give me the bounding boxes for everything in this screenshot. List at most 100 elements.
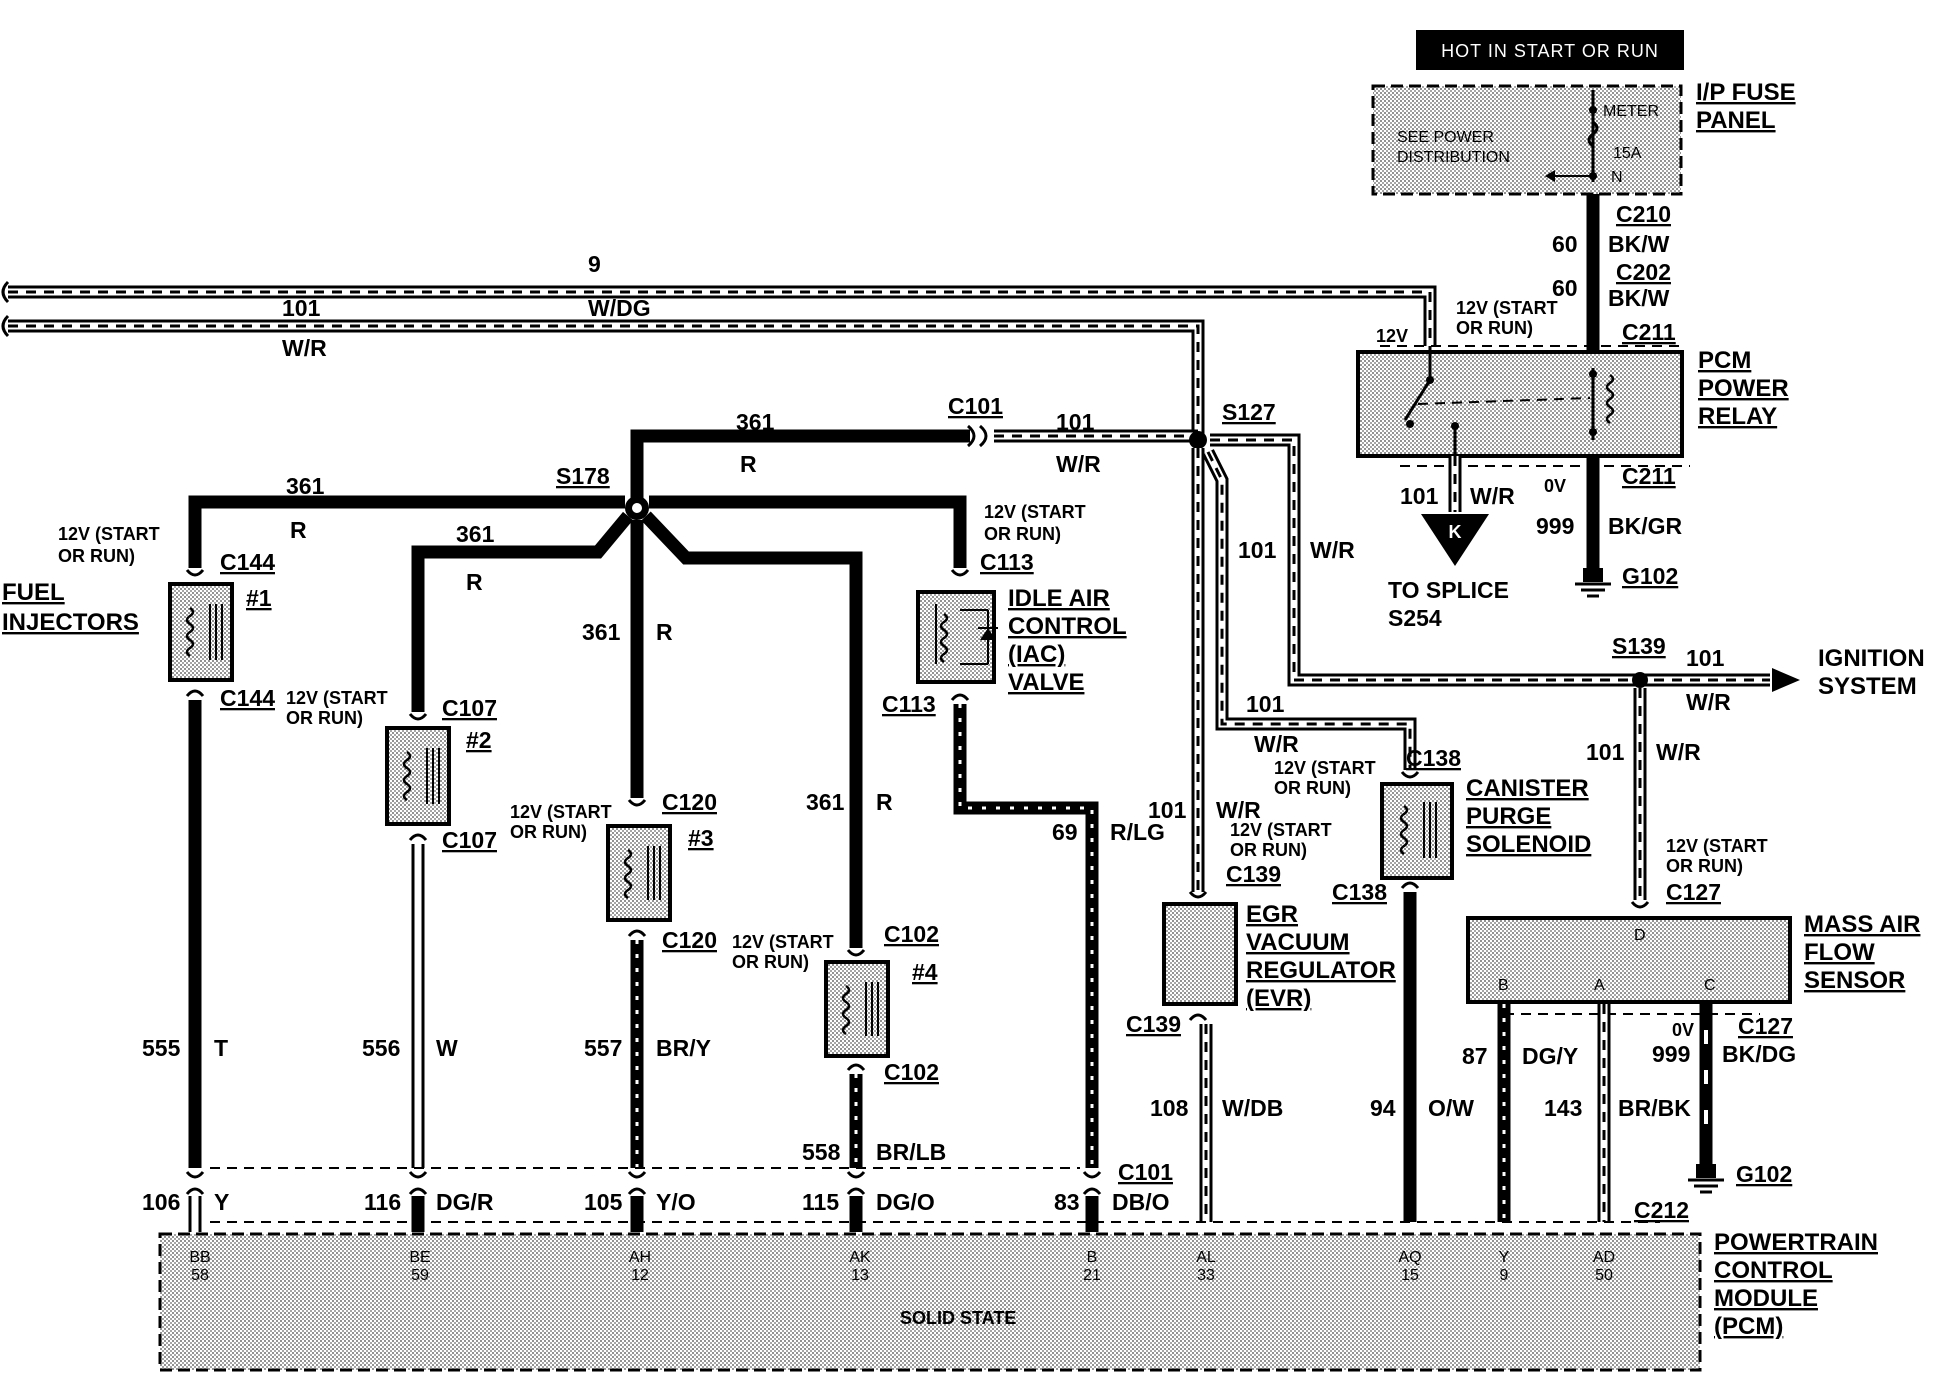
wr-g: W/R	[1216, 797, 1261, 823]
n106: 106	[142, 1189, 180, 1215]
pcm-relay-title-1: PCM	[1698, 347, 1751, 374]
fuse-rating: 15A	[1613, 145, 1642, 162]
relay-or-run: OR RUN)	[1456, 318, 1533, 338]
g102b: G102	[1736, 1161, 1792, 1187]
c101b-label: C101	[1118, 1159, 1173, 1185]
s254: S254	[1388, 605, 1442, 631]
r-c: R	[466, 569, 483, 595]
r-a: R	[740, 451, 757, 477]
dgo-color: DG/O	[876, 1189, 935, 1215]
s127-label: S127	[1222, 399, 1276, 425]
fuse-meter: METER	[1603, 103, 1659, 120]
y-color: Y	[214, 1189, 229, 1215]
yo-color: Y/O	[656, 1189, 696, 1215]
c102a-label: C102	[884, 921, 939, 947]
canister-purge-solenoid	[1380, 782, 1454, 880]
inj1-or-run: OR RUN)	[58, 546, 135, 566]
n60b: 60	[1552, 275, 1578, 301]
n361b: 361	[286, 473, 325, 499]
ov1: 0V	[1544, 476, 1566, 496]
maf-pin-b: B	[1498, 977, 1509, 994]
c113a-label: C113	[980, 549, 1034, 575]
c113b-label: C113	[882, 691, 936, 717]
n361d: 361	[582, 619, 621, 645]
egr-12v-start: 12V (START	[1230, 820, 1332, 840]
pcm-pin-number: 21	[1083, 1267, 1101, 1284]
cp-12v-start: 12V (START	[1274, 758, 1376, 778]
maf-or-run: OR RUN)	[1666, 856, 1743, 876]
dbo-color: DB/O	[1112, 1189, 1170, 1215]
r-b: R	[290, 517, 307, 543]
brbk-color: BR/BK	[1618, 1095, 1691, 1121]
iac-l3: (IAC)	[1008, 641, 1065, 668]
dgy-color: DG/Y	[1522, 1043, 1578, 1069]
to-splice: TO SPLICE	[1388, 577, 1509, 603]
wr-k: W/R	[1470, 483, 1515, 509]
maf-pin-a: A	[1594, 977, 1605, 994]
injectors-title-1: FUEL	[2, 579, 65, 606]
pcm-pin-code: AQ	[1398, 1249, 1421, 1266]
bkw-a: BK/W	[1608, 231, 1670, 257]
bkgr: BK/GR	[1608, 513, 1683, 539]
c101-connector	[966, 424, 988, 448]
n101d: 101	[1686, 645, 1725, 671]
c211b-label: C211	[1622, 463, 1676, 489]
fuse-n: N	[1611, 169, 1623, 186]
maf-l1: MASS AIR	[1804, 911, 1920, 938]
ground-icon	[1575, 568, 1611, 598]
n999b: 999	[1652, 1041, 1690, 1067]
powertrain-control-module	[158, 1232, 1702, 1372]
relay-12v-start: 12V (START	[1456, 298, 1558, 318]
egr-vacuum-regulator	[1162, 902, 1238, 1006]
c211a-label: C211	[1622, 319, 1676, 345]
iac-valve	[916, 590, 996, 684]
inj3-num: #3	[688, 825, 714, 851]
wr-c: W/R	[1310, 537, 1355, 563]
wr-d: W/R	[1686, 689, 1731, 715]
inj1-num: #1	[246, 585, 272, 611]
brlb-color: BR/LB	[876, 1139, 946, 1165]
s139-label: S139	[1612, 633, 1666, 659]
pcm-pin-code: AH	[629, 1249, 651, 1266]
iac-l4: VALVE	[1008, 669, 1084, 696]
rlg-color: R/LG	[1110, 819, 1165, 845]
iac-or-run: OR RUN)	[984, 524, 1061, 544]
pcm-relay-title-2: POWER	[1698, 375, 1789, 402]
r-d: R	[656, 619, 673, 645]
pcm-pin-code: Y	[1499, 1249, 1510, 1266]
wdb-color: W/DB	[1222, 1095, 1283, 1121]
hot-label: HOT IN START OR RUN	[1441, 41, 1659, 61]
dgr-color: DG/R	[436, 1189, 494, 1215]
c144b-label: C144	[220, 685, 275, 711]
wire-9-color: W/DG	[588, 295, 651, 321]
pcm-pin-number: 33	[1197, 1267, 1215, 1284]
c138a-label: C138	[1406, 745, 1461, 771]
cp-l1: CANISTER	[1466, 775, 1589, 802]
c202-label: C202	[1616, 259, 1671, 285]
fuse-panel-title-1: I/P FUSE	[1696, 79, 1796, 106]
c139b-label: C139	[1126, 1011, 1181, 1037]
wr-e: W/R	[1254, 731, 1299, 757]
ign1: IGNITION	[1818, 645, 1925, 672]
ignition-arrow	[1772, 668, 1800, 692]
splice-s139	[1632, 672, 1648, 688]
n556: 556	[362, 1035, 400, 1061]
n116: 116	[364, 1189, 401, 1215]
egr-l4: (EVR)	[1246, 985, 1311, 1012]
n69: 69	[1052, 819, 1078, 845]
n361e: 361	[806, 789, 845, 815]
c107a-label: C107	[442, 695, 497, 721]
c127a-label: C127	[1666, 879, 1721, 905]
c101a-label: C101	[948, 393, 1003, 419]
pcm-pin-code: B	[1087, 1249, 1098, 1266]
c138b-label: C138	[1332, 879, 1387, 905]
splice-s127	[1189, 431, 1207, 449]
c210-label: C210	[1616, 201, 1671, 227]
iac-l1: IDLE AIR	[1008, 585, 1110, 612]
inj4-12v-start: 12V (START	[732, 932, 834, 952]
n115: 115	[802, 1189, 839, 1215]
c144a-label: C144	[220, 549, 275, 575]
inj3-or-run: OR RUN)	[510, 822, 587, 842]
